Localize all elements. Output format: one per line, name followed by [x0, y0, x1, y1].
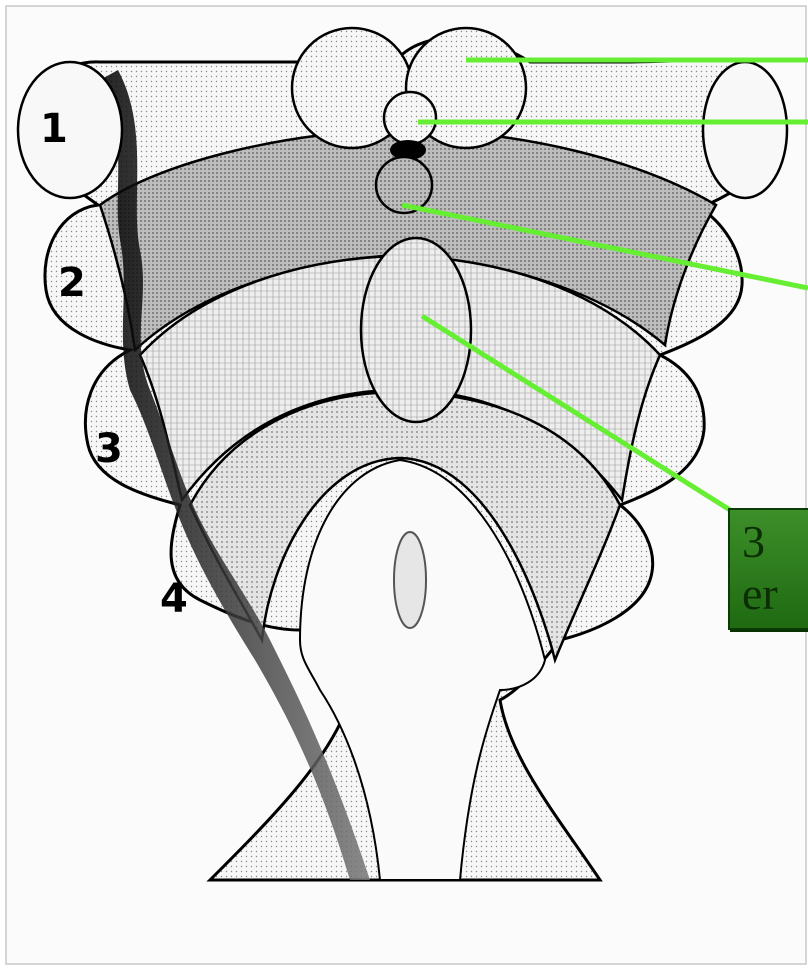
callout-line-2: er — [742, 568, 778, 619]
arch-number-4: 4 — [160, 576, 188, 622]
arch-number-1: 1 — [40, 106, 68, 152]
right-lobe-1 — [703, 62, 787, 198]
left-lobe-1 — [18, 62, 122, 198]
laryngeal-slit — [394, 532, 426, 628]
arch-number-2: 2 — [58, 260, 86, 306]
hypobranchial-eminence — [361, 238, 471, 422]
callout-line-1: 3 — [742, 516, 765, 567]
tuberculum-impar — [384, 92, 436, 144]
arch-number-3: 3 — [95, 426, 123, 472]
